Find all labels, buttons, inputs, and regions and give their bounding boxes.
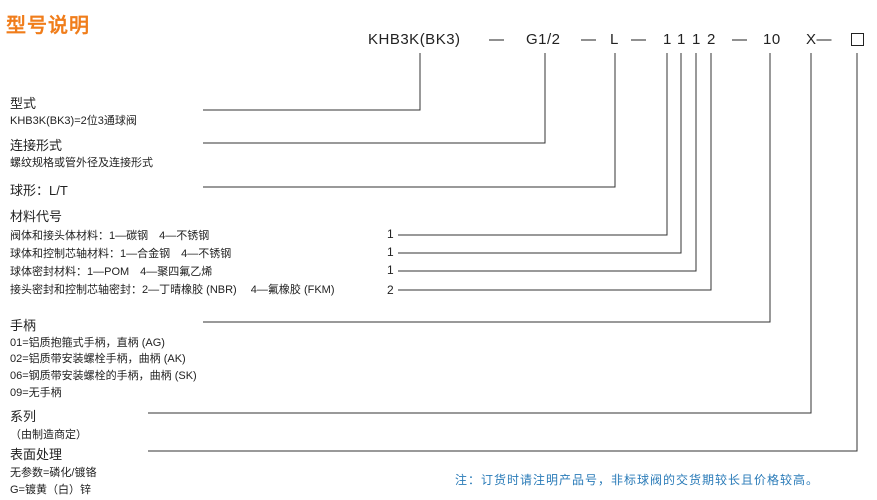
page-title: 型号说明 [6,15,90,37]
handle-item-2: 02=铝质带安装螺栓手柄，曲柄 (AK) [10,353,186,365]
leader-material-3 [398,53,697,272]
leader-material-4 [398,53,712,291]
code-dash-1: — [489,31,505,48]
code-surface-box [851,33,864,46]
type-desc: KHB3K(BK3)=2位3通球阀 [10,115,137,127]
material-item-2: 球体和控制芯轴材料：1—合金钢 4—不锈钢 [10,248,232,260]
leader-material-2 [398,53,682,254]
leader-material-1 [398,53,668,236]
code-dash-3: — [631,31,647,48]
leader-series [148,53,812,414]
code-connection: G1/2 [526,31,561,48]
leader-type [203,53,421,111]
code-material-4: 2 [707,31,716,48]
handle-item-1: 01=铝质抱箍式手柄，直柄 (AG) [10,337,165,349]
surface-heading: 表面处理 [10,447,63,462]
leader-connection [203,53,546,144]
material-value-2: 1 [387,245,394,259]
handle-item-3: 06=钢质带安装螺栓的手柄，曲柄 (SK) [10,370,197,382]
code-material-2: 1 [677,31,686,48]
code-ball: L [610,31,619,48]
material-heading: 材料代号 [10,209,63,224]
code-model: KHB3K(BK3) [368,31,461,48]
connection-desc: 螺纹规格或管外径及连接形式 [10,157,153,169]
leader-ball [203,53,616,188]
material-value-4: 2 [387,283,394,297]
order-note: 注：订货时请注明产品号，非标球阀的交货期较长且价格较高。 [455,473,820,487]
code-material-1: 1 [663,31,672,48]
material-item-3: 球体密封材料：1—POM 4—聚四氟乙烯 [10,266,213,278]
type-heading: 型式 [10,96,37,111]
leader-surface [148,53,858,452]
surface-desc-2: G=镀黄（白）锌 [10,484,91,496]
code-dash-4: — [732,31,748,48]
code-material-3: 1 [692,31,701,48]
series-desc: （由制造商定） [10,429,87,441]
handle-heading: 手柄 [10,318,37,333]
material-item-4: 接头密封和控制芯轴密封：2—丁晴橡胶 (NBR) 4—氟橡胶 (FKM) [10,284,335,296]
series-heading: 系列 [10,409,37,424]
material-item-1: 阀体和接头体材料：1—碳钢 4—不锈钢 [10,230,210,242]
connection-heading: 连接形式 [10,138,63,153]
surface-desc-1: 无参数=磷化/镀铬 [10,467,97,479]
material-value-1: 1 [387,227,394,241]
material-value-3: 1 [387,263,394,277]
handle-item-4: 09=无手柄 [10,387,62,399]
code-series: X— [806,31,833,48]
leader-handle [203,53,771,323]
code-handle: 10 [763,31,781,48]
ball-heading: 球形：L/T [10,183,68,198]
code-dash-2: — [581,31,597,48]
